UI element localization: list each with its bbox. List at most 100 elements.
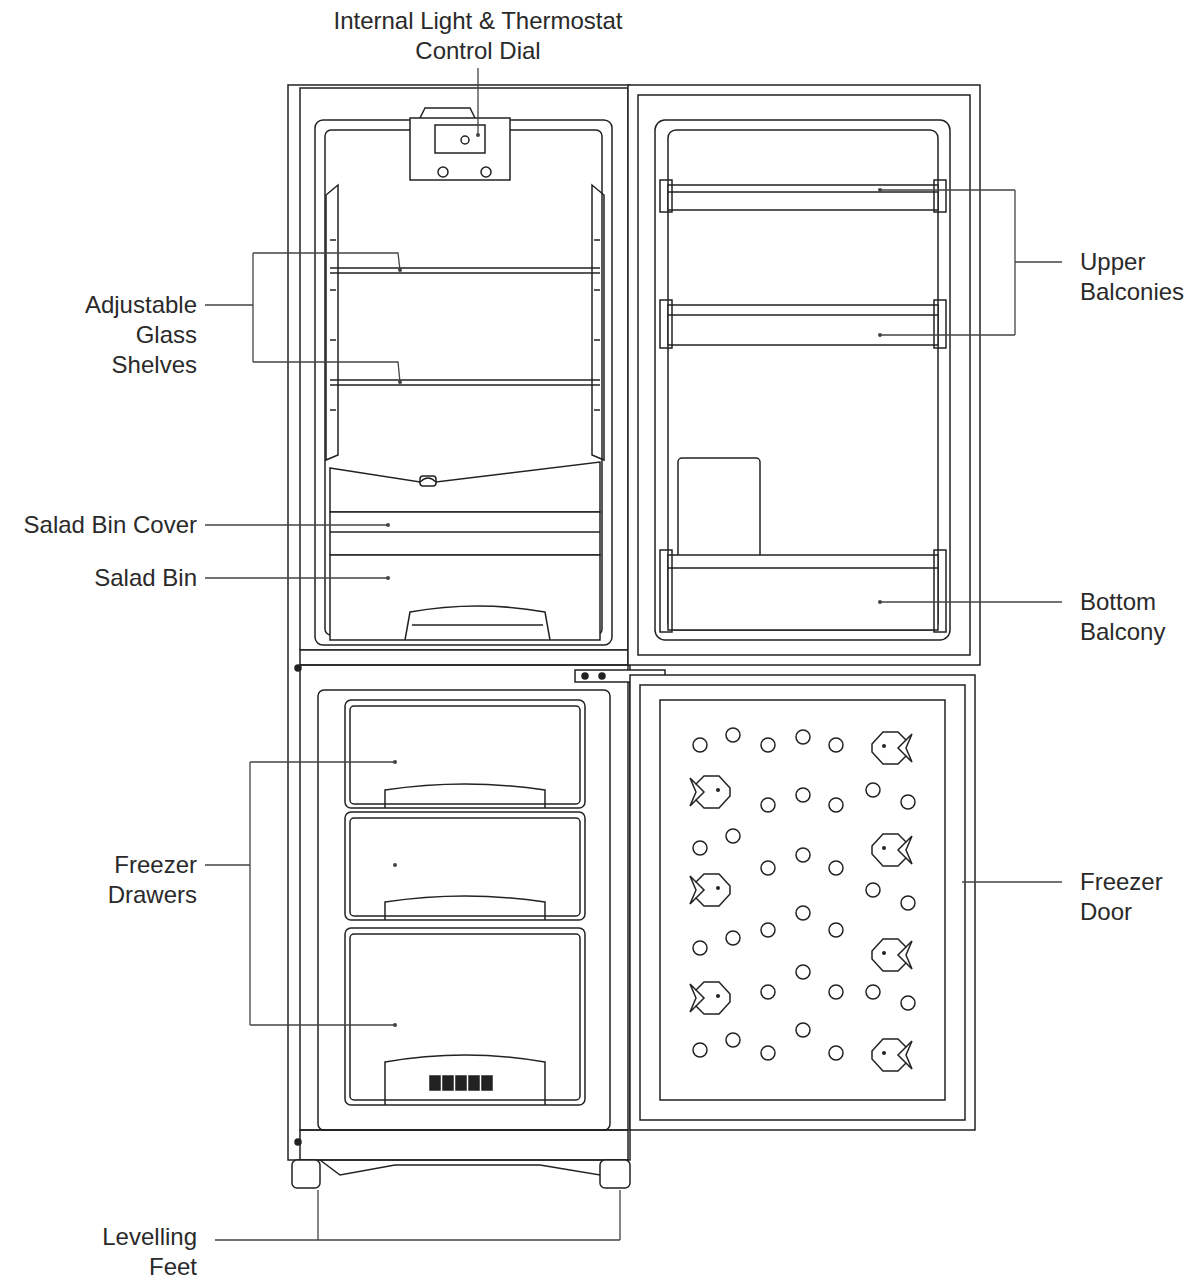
fridge-door (668, 314, 938, 316)
freezer-door (630, 675, 975, 1130)
leader-dot (398, 268, 402, 272)
fridge-door (668, 130, 938, 630)
leader-dot (878, 188, 882, 192)
door-pattern-fish (872, 834, 912, 866)
leader-line (205, 253, 400, 382)
leader-dot (878, 600, 882, 604)
leader-dot (393, 863, 397, 867)
fridge-door (668, 191, 938, 193)
fridge-cabinet (443, 1076, 453, 1090)
door-pattern-dot (829, 738, 843, 752)
door-pattern-dot (761, 1046, 775, 1060)
door-pattern-dot (866, 883, 880, 897)
fridge-cabinet (469, 1076, 479, 1090)
fridge-cabinet (600, 1160, 630, 1188)
fridge-door (668, 185, 938, 210)
freezer-door (640, 685, 965, 1120)
door-pattern-dot (693, 841, 707, 855)
fridge-cabinet (318, 690, 610, 1130)
fridge-cabinet (599, 673, 605, 679)
fridge-door (660, 550, 672, 632)
fridge-cabinet (295, 665, 301, 671)
door-pattern-dot (761, 738, 775, 752)
door-pattern-fish (872, 1039, 912, 1071)
fridge-door (668, 555, 938, 630)
fridge-cabinet (292, 1160, 320, 1188)
fridge-cabinet (410, 118, 510, 180)
leader-dot (386, 133, 882, 1027)
door-pattern-fish (872, 732, 912, 764)
door-pattern-dot (761, 798, 775, 812)
door-pattern-dot (866, 783, 880, 797)
leader-line (215, 1190, 620, 1240)
fridge-door (655, 120, 950, 640)
fridge-cabinet (300, 650, 628, 665)
part-label: Bottom Balcony (1080, 587, 1202, 647)
door-pattern-dot (796, 730, 810, 744)
leader-line (205, 577, 388, 578)
fridge-cabinet (430, 1076, 440, 1090)
fridge-door (660, 180, 672, 212)
fridge-door (638, 95, 970, 655)
leader-line (205, 762, 395, 1025)
fridge-cabinet (385, 896, 545, 920)
door-pattern-fish (690, 982, 730, 1014)
door-pattern-dot (693, 941, 707, 955)
part-label: Freezer Drawers (77, 850, 197, 910)
part-label: Internal Light & Thermostat Control Dial (323, 6, 633, 66)
door-pattern-fish (690, 776, 730, 1014)
fridge-cabinet (345, 928, 585, 1105)
fridge-cabinet (330, 380, 600, 385)
fridge-cabinet (345, 700, 585, 808)
fridge-cabinet (420, 108, 475, 118)
leader-line (477, 68, 478, 135)
fridge-cabinet (300, 665, 628, 1130)
fridge-cabinet (300, 88, 628, 650)
freezer-door (660, 700, 945, 1100)
door-pattern-dot (901, 795, 915, 809)
leader-line (962, 881, 1062, 882)
leader-line (205, 68, 1062, 1240)
door-pattern-dot (796, 906, 810, 920)
fridge-cabinet (420, 476, 436, 486)
fridge-cabinet (300, 1130, 628, 1160)
fridge-cabinet (456, 1076, 466, 1090)
fridge-cabinet (438, 167, 448, 177)
door-pattern-dot (796, 848, 810, 862)
leader-dot (386, 523, 390, 527)
door-pattern-dot (796, 788, 810, 802)
door-pattern-dot (829, 798, 843, 812)
leader-dot (878, 333, 882, 337)
fridge-door (628, 85, 980, 665)
door-pattern-dot (693, 1043, 707, 1057)
leader-dot (393, 1023, 397, 1027)
fridge-cabinet (582, 673, 588, 679)
leader-line (205, 524, 388, 525)
door-pattern-dot (693, 738, 707, 752)
door-pattern-dot (829, 985, 843, 999)
door-pattern-dot (761, 923, 775, 937)
door-pattern-fish (690, 776, 730, 808)
door-pattern-dot (829, 1046, 843, 1060)
fridge-cabinet (288, 85, 630, 1160)
fridge-cabinet (412, 624, 543, 626)
part-label: Adjustable Glass Shelves (57, 290, 197, 380)
fridge-cabinet (315, 120, 612, 645)
door-pattern-dot (726, 728, 740, 742)
fridge-door (934, 550, 946, 632)
door-pattern-dot (796, 965, 810, 979)
fridge-cabinet (320, 1160, 610, 1175)
fridge-door (668, 305, 938, 345)
fridge-cabinet (481, 167, 491, 177)
fridge-cabinet (592, 185, 604, 460)
part-label: Freezer Door (1080, 867, 1202, 927)
fridge-door (934, 180, 946, 212)
fridge-cabinet (288, 85, 665, 1188)
fridge-cabinet (295, 1139, 301, 1145)
fridge-door (668, 567, 938, 569)
fridge-cabinet (345, 812, 585, 920)
fridge-door (660, 300, 672, 348)
leader-dot (386, 576, 390, 580)
